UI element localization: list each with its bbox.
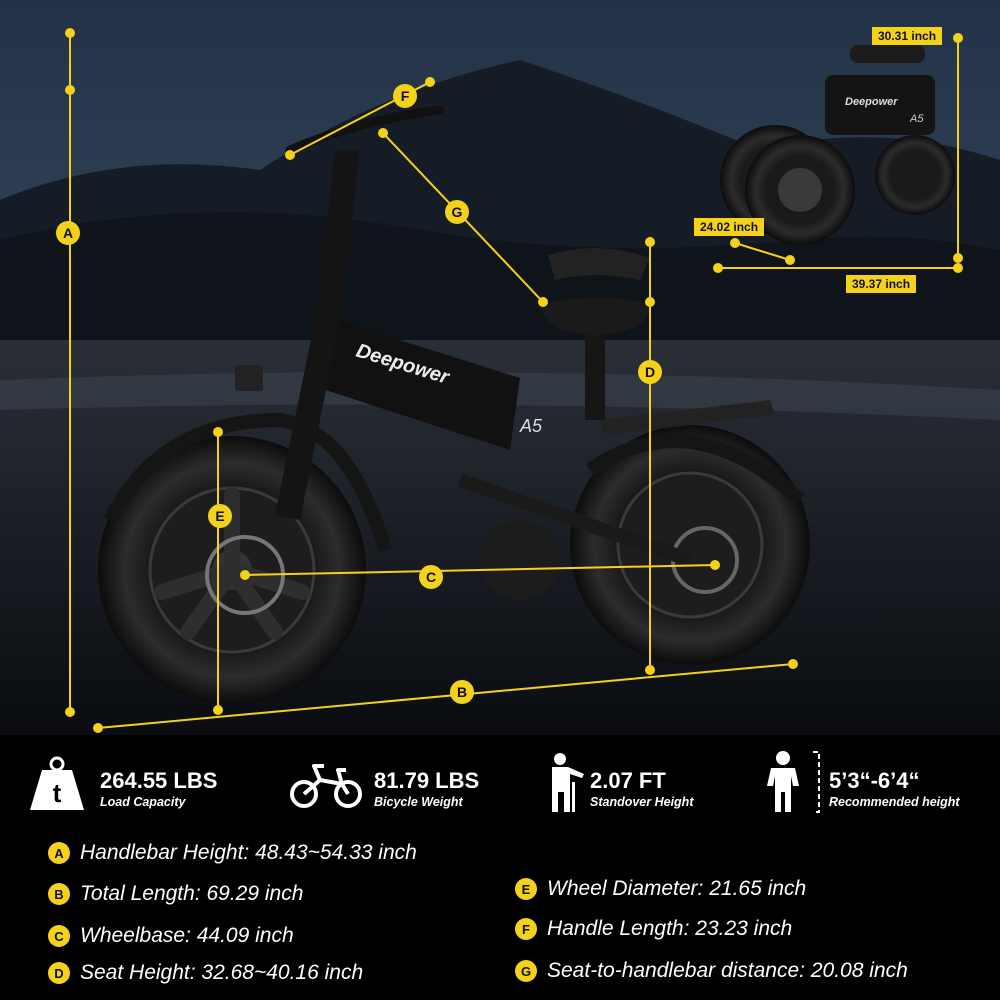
dim-line-c xyxy=(244,564,716,576)
marker-f: F xyxy=(393,84,417,108)
legend-text-c: Wheelbase: 44.09 inch xyxy=(80,924,294,947)
load-capacity-label: Load Capacity xyxy=(100,795,186,809)
spec-standover-height: 2.07 FT Standover Height xyxy=(548,740,748,830)
legend-text-e: Wheel Diameter: 21.65 inch xyxy=(547,877,807,900)
marker-e: E xyxy=(208,504,232,528)
legend-badge-f: F xyxy=(515,918,537,940)
folded-width-label: 24.02 inch xyxy=(694,218,765,236)
bike-dimension-diagram: Deepower A5 Deepower A5 xyxy=(0,0,1000,735)
dimension-legend: A Handlebar Height: 48.43~54.33 inch B T… xyxy=(0,830,1000,1000)
standover-height-value: 2.07 FT xyxy=(590,768,666,793)
folded-height-label: 30.31 inch xyxy=(872,27,943,45)
legend-text-g: Seat-to-handlebar distance: 20.08 inch xyxy=(547,959,908,982)
dune-front xyxy=(0,212,1000,360)
legend-text-a: Handlebar Height: 48.43~54.33 inch xyxy=(80,841,417,864)
bicycle-icon xyxy=(290,764,362,808)
legend-item-b: B Total Length: 69.29 inch xyxy=(48,879,303,909)
legend-badge-a: A xyxy=(48,842,70,864)
bicycle-weight-label: Bicycle Weight xyxy=(374,795,463,809)
marker-d: D xyxy=(638,360,662,384)
marker-g: G xyxy=(445,200,469,224)
svg-text:D: D xyxy=(645,364,655,380)
svg-text:E: E xyxy=(215,508,224,524)
folded-length-label: 39.37 inch xyxy=(846,275,917,293)
legend-badge-d: D xyxy=(48,962,70,984)
dimension-endpoints xyxy=(65,28,963,733)
legend-item-g: G Seat-to-handlebar distance: 20.08 inch xyxy=(515,956,908,986)
recommended-height-label: Recommended height xyxy=(829,795,960,809)
dim-line-folded-width xyxy=(734,242,791,261)
svg-text:A: A xyxy=(63,225,73,241)
bike-image: Deepower A5 xyxy=(98,105,810,704)
legend-item-a: A Handlebar Height: 48.43~54.33 inch xyxy=(48,838,417,868)
spec-load-capacity: t 264.55 LBS Load Capacity xyxy=(28,740,248,830)
load-capacity-value: 264.55 LBS xyxy=(100,768,218,793)
folded-model-logo: A5 xyxy=(909,113,924,125)
recommended-height-value: 5’3“-6’4“ xyxy=(829,768,920,793)
legend-badge-g: G xyxy=(515,960,537,982)
marker-c: C xyxy=(419,565,443,589)
svg-text:B: B xyxy=(457,684,467,700)
svg-text:t: t xyxy=(53,778,62,808)
marker-b: B xyxy=(450,680,474,704)
folded-bike-image: Deepower A5 xyxy=(720,45,955,245)
legend-badge-e: E xyxy=(515,878,537,900)
svg-text:F: F xyxy=(401,88,410,104)
legend-badge-c: C xyxy=(48,925,70,947)
marker-a: A xyxy=(56,221,80,245)
legend-item-f: F Handle Length: 23.23 inch xyxy=(515,914,792,944)
svg-text:G: G xyxy=(452,204,463,220)
legend-text-f: Handle Length: 23.23 inch xyxy=(547,917,793,940)
legend-item-d: D Seat Height: 32.68~40.16 inch xyxy=(48,958,363,988)
frame-model-logo: A5 xyxy=(519,416,543,436)
legend-text-d: Seat Height: 32.68~40.16 inch xyxy=(80,961,364,984)
person-height-icon xyxy=(767,751,820,813)
legend-badge-b: B xyxy=(48,883,70,905)
dimension-lines xyxy=(69,33,959,729)
legend-item-e: E Wheel Diameter: 21.65 inch xyxy=(515,874,806,904)
legend-item-c: C Wheelbase: 44.09 inch xyxy=(48,921,294,951)
spec-bicycle-weight: 81.79 LBS Bicycle Weight xyxy=(290,740,510,830)
standover-height-label: Standover Height xyxy=(590,795,694,809)
dim-line-b xyxy=(97,663,794,729)
bicycle-weight-value: 81.79 LBS xyxy=(374,768,480,793)
folded-brand-logo: Deepower xyxy=(845,96,898,108)
weight-icon: t xyxy=(30,756,84,810)
spec-recommended-height: 5’3“-6’4“ Recommended height xyxy=(765,740,990,830)
standover-person-icon xyxy=(552,753,584,812)
spec-strip: t 264.55 LBS Load Capacity 81.79 LBS Bic… xyxy=(0,740,1000,830)
legend-text-b: Total Length: 69.29 inch xyxy=(80,882,304,905)
svg-text:C: C xyxy=(426,569,436,585)
